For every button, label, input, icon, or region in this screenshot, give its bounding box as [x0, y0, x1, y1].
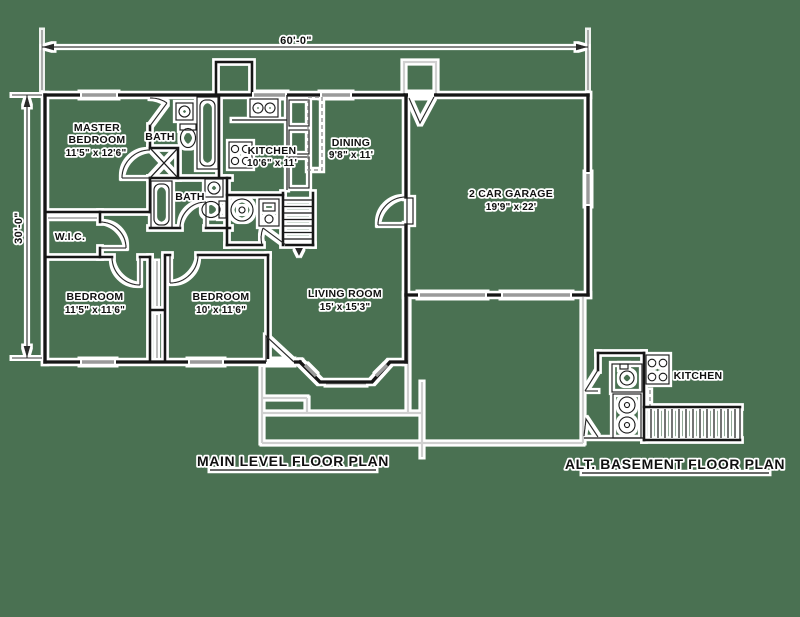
- bath-top-label: BATH: [145, 131, 175, 143]
- living-room-dims: 15' x 15'3": [320, 302, 371, 313]
- basement-plan: [583, 351, 742, 442]
- bedroom-mid-dims: 10' x 11'6": [196, 305, 246, 316]
- water-heater-icon: [230, 198, 254, 222]
- dim-width-label: 60'-0": [280, 35, 312, 47]
- bathtub-top-icon: [196, 96, 219, 170]
- basement-kitchen-label: KITCHEN: [674, 370, 723, 382]
- basement-stove-icon: [645, 354, 670, 385]
- basement-stairs-icon: [642, 405, 742, 442]
- garage-door-openings: [418, 292, 572, 298]
- toilet-top-icon: [179, 123, 197, 149]
- closet-details: [48, 217, 158, 358]
- bath-mid-label: BATH: [175, 191, 205, 203]
- stairs-icon: [283, 199, 313, 256]
- entry-porch-outline: [402, 60, 438, 95]
- bedroom-left-dims: 11'5" x 11'6": [65, 305, 125, 316]
- sink-mid-icon: [204, 178, 224, 198]
- living-room-label: LIVING ROOM: [308, 288, 382, 300]
- door-swings: [99, 92, 435, 365]
- master-bedroom-dims: 11'5" x 12'6": [66, 148, 127, 159]
- kitchen-counter: [232, 95, 323, 190]
- garage-dims: 19'9" x 22': [486, 202, 537, 213]
- wic-label: W.I.C.: [55, 231, 85, 243]
- windows: [80, 92, 591, 378]
- sink-top-icon: [175, 102, 194, 121]
- master-bedroom-label-1: MASTER: [74, 122, 120, 134]
- basement-appliance-icon: [612, 393, 642, 439]
- bedroom-mid-label: BEDROOM: [193, 291, 250, 303]
- bathtub-mid-icon: [150, 180, 173, 229]
- dining-dims: 9'8" x 11': [329, 150, 373, 161]
- basement-sink-icon: [611, 363, 643, 393]
- master-bedroom-label-2: BEDROOM: [69, 134, 126, 146]
- kitchen-dims: 10'6" x 11': [247, 158, 297, 169]
- toilet-mid-icon: [201, 200, 227, 219]
- bedroom-left-label: BEDROOM: [67, 291, 124, 303]
- dimension-line-top: [41, 30, 589, 90]
- furnace-icon: [258, 198, 280, 227]
- basement-plan-title: ALT. BASEMENT FLOOR PLAN: [565, 456, 785, 472]
- labels: 60'-0" 30'-0" MASTER BEDROOM 11'5" x 12'…: [11, 33, 786, 474]
- interior-walls: [43, 93, 315, 364]
- kitchen-label: KITCHEN: [248, 145, 297, 157]
- shower-icon: [149, 147, 179, 179]
- dining-label: DINING: [332, 137, 371, 149]
- stove-icon: [228, 141, 253, 169]
- dimension-line-left: [12, 94, 42, 359]
- main-plan-title: MAIN LEVEL FLOOR PLAN: [197, 453, 389, 469]
- dim-depth-label: 30'-0": [13, 212, 25, 244]
- deck-patio-outline: [260, 297, 585, 457]
- garage-label: 2 CAR GARAGE: [469, 188, 553, 200]
- chimney-bumpout: [214, 60, 254, 97]
